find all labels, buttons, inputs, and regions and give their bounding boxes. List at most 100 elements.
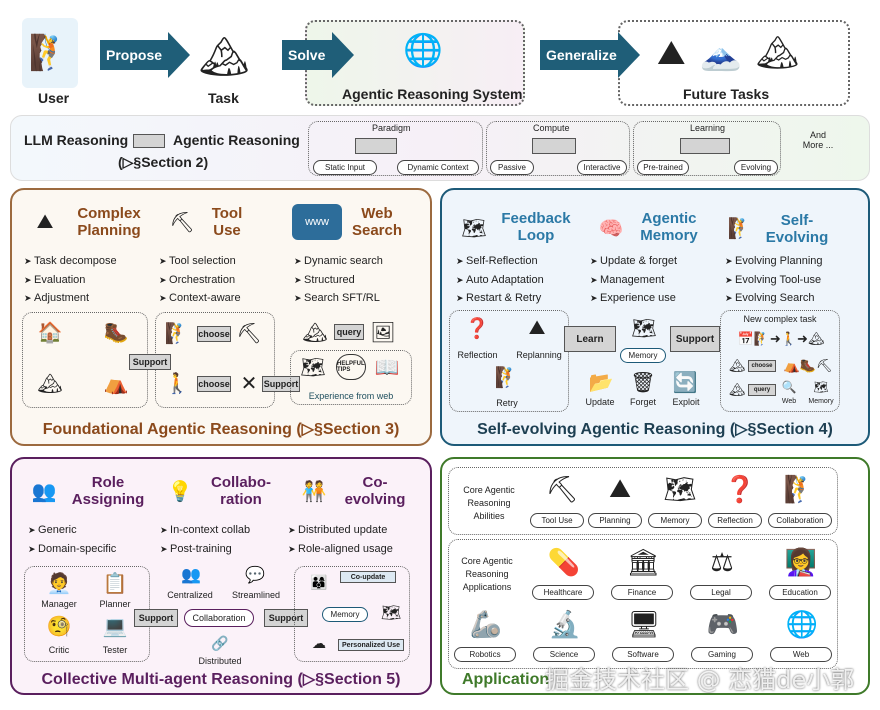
apps-box (448, 539, 838, 669)
choose-arrow-1: choose (197, 326, 231, 342)
manager-label: Manager (41, 599, 77, 609)
dynamic-context: Dynamic Context (397, 160, 479, 175)
paradigm-arrow (355, 138, 397, 154)
interactive: Interactive (577, 160, 627, 175)
tent-icon: ⛺ (103, 372, 129, 395)
tips-icon: HELPFUL TIPS (336, 354, 366, 380)
tester-icon: 💻 (102, 615, 128, 638)
abilities-box (448, 467, 838, 535)
streamlined-label: Streamlined (231, 590, 281, 600)
learn-arrow: Learn (564, 326, 616, 352)
centralized-icon: 👥 (181, 567, 201, 584)
healthcare-icon: 💊 (547, 546, 581, 577)
applications-panel: Core Agentic Reasoning Abilities Core Ag… (440, 457, 870, 695)
foundational-panel: Complex Planning Tool Use Web Search ⛰ ⛏… (10, 188, 432, 446)
summit-icon: 🏔 (37, 372, 63, 395)
compute-arrow (532, 138, 576, 154)
software-icon: 🖥 (627, 608, 661, 639)
retry-label: Retry (496, 398, 518, 408)
centralized-label: Centralized (167, 590, 213, 600)
support-arrow: Support (670, 326, 720, 352)
learning-title: Learning (690, 123, 726, 133)
collab-head: Collabo-ration (211, 474, 271, 508)
house-icon: 🏠 (37, 321, 63, 344)
ability-pill: Collaboration (768, 513, 832, 528)
hiker-icon: 🥾 (103, 321, 129, 344)
collab-list: In-context collabPost-training (160, 521, 250, 558)
section2-ref: (▷§Section 2) (118, 154, 209, 170)
feedback-head: Feedback Loop (501, 210, 571, 244)
network-icon: 🌐 (403, 32, 443, 68)
application-pill: Science (533, 647, 595, 662)
web-icon: 🌐 (785, 608, 819, 639)
mini-mountain-icon: 🏔 (728, 358, 746, 373)
reflection-icon: ❓ (723, 473, 757, 504)
applications-title: Application (462, 671, 550, 688)
band-arrow (133, 134, 165, 148)
query-arrow: query (334, 324, 364, 340)
manager-icon: 🧑‍💼 (46, 572, 72, 595)
critic-label: Critic (48, 645, 70, 655)
role-team-icon: 👥 (31, 480, 57, 503)
coevolving-head: Co-evolving (344, 474, 406, 508)
co-evolve-icon: 🧑‍🤝‍🧑 (301, 480, 327, 503)
experience-label: Experience from web (308, 391, 394, 401)
ability-pill: Reflection (708, 513, 762, 528)
robotics-icon: 🦾 (469, 608, 503, 639)
tool-head: Tool Use (211, 205, 243, 239)
passive: Passive (490, 160, 534, 175)
brain-icon: 🧠 (598, 217, 624, 240)
mountain-icon: 🏔 (198, 34, 250, 79)
distributed-label: Distributed (198, 656, 242, 666)
pre-trained: Pre-trained (637, 160, 689, 175)
application-pill: Software (612, 647, 674, 662)
retry-icon: 🧗 (494, 366, 520, 389)
web-mini-icon: 🔍 (781, 380, 797, 394)
application-pill: Finance (611, 585, 673, 600)
ability-pill: Planning (588, 513, 642, 528)
tester-label: Tester (102, 645, 128, 655)
apps-label: Core Agentic Reasoning Applications (461, 556, 513, 592)
memory-icon: 🗺 (663, 473, 697, 504)
role-list: GenericDomain-specific (28, 521, 116, 558)
memory-list: Update & forgetManagementExperience use (590, 252, 677, 308)
trash-icon: 🗑 (630, 371, 656, 394)
choose-arrow-2: choose (197, 376, 231, 392)
climber-icon: 🧗 (22, 18, 78, 88)
planning-icon: ⛰ (609, 473, 631, 503)
feedback-map-icon: 🗺 (461, 217, 487, 240)
learning-arrow (680, 138, 730, 154)
collaboration-icon: 🧗 (783, 473, 817, 504)
paradigm-title: Paradigm (372, 123, 411, 133)
memory-mini-icon: 🗺 (813, 380, 829, 394)
compute-title: Compute (533, 123, 570, 133)
planner-label: Planner (99, 599, 131, 609)
update-label: Update (585, 397, 615, 407)
self-evolving-panel: Feedback Loop Agentic Memory Self-Evolvi… (440, 188, 870, 446)
propose-label: Propose (106, 47, 163, 63)
ability-pill: Memory (648, 513, 702, 528)
memory-head: Agentic Memory (640, 210, 698, 244)
new-task-label: New complex task (743, 314, 817, 324)
streamlined-icon: 💬 (245, 567, 265, 584)
team-icon: 👨‍👩‍👦 (310, 573, 328, 590)
static-input: Static Input (313, 160, 377, 175)
application-pill: Gaming (691, 647, 753, 662)
generalize-label: Generalize (546, 47, 617, 63)
mini-mountain-icon-2: 🏔 (728, 382, 746, 397)
reflection-label: Reflection (457, 350, 498, 360)
solve-label: Solve (288, 47, 326, 63)
co-update-arrow: Co-update (340, 571, 396, 583)
future-mountains-icon: ⛰🗻🏔 (656, 34, 814, 72)
notebook-icon: 📖 (374, 356, 400, 379)
flag-mountain-icon: 🏔 (302, 321, 328, 344)
memory-pill: Memory (322, 607, 368, 622)
paradigm-group (308, 121, 483, 176)
llm-reasoning: LLM Reasoning (24, 132, 129, 148)
replan-icon: ⛰ (528, 316, 546, 339)
idea-icon: 💡 (167, 480, 193, 503)
learning-group (633, 121, 781, 176)
legal-icon: ⚖ (710, 546, 734, 577)
critic-icon: 🧐 (46, 615, 72, 638)
feedback-list: Self-ReflectionAuto AdaptationRestart & … (456, 252, 544, 308)
